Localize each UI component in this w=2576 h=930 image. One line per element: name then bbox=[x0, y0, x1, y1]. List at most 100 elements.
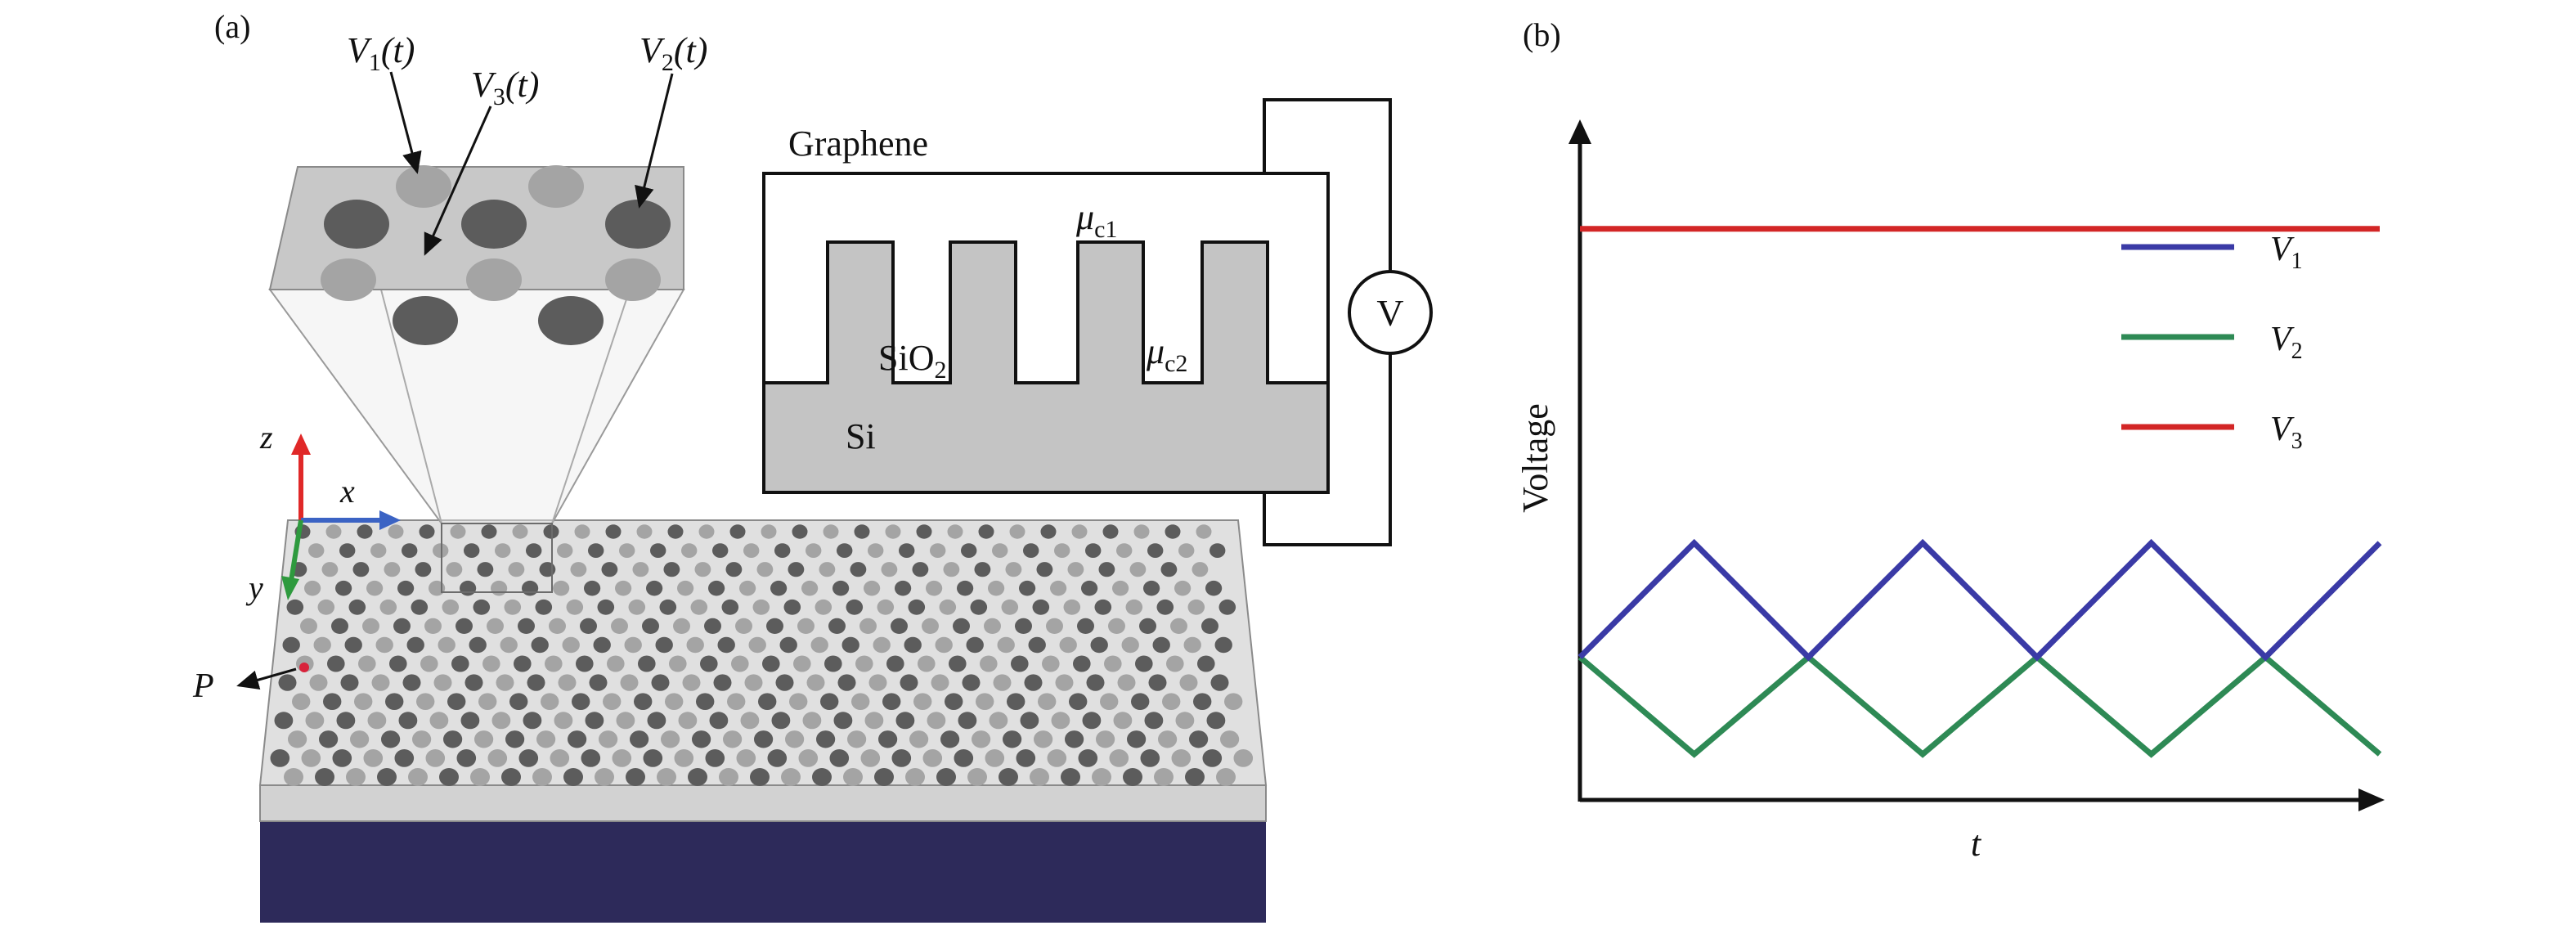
lattice-hole bbox=[922, 749, 943, 767]
lattice-hole bbox=[785, 730, 805, 748]
lattice-hole bbox=[779, 636, 797, 654]
lattice-hole bbox=[988, 580, 1005, 596]
cross-section-schematic: Graphene SiO2 Si μc1 μc2 V bbox=[762, 98, 1433, 546]
lattice-hole bbox=[766, 618, 783, 635]
inset-hole bbox=[538, 296, 604, 345]
lattice-hole bbox=[278, 674, 297, 691]
lattice-hole bbox=[518, 618, 535, 635]
lattice-hole bbox=[1216, 768, 1236, 786]
lattice-hole bbox=[1032, 599, 1050, 615]
lattice-hole bbox=[1210, 674, 1229, 691]
lattice-hole bbox=[957, 580, 974, 596]
lattice-hole bbox=[500, 636, 518, 654]
legend: V1 V2 V3 bbox=[2121, 231, 2303, 454]
lattice-hole bbox=[859, 618, 877, 635]
lattice-hole bbox=[743, 543, 760, 558]
lattice-hole bbox=[1020, 712, 1039, 730]
panel-b-label: (b) bbox=[1523, 16, 1561, 53]
lattice-hole bbox=[1165, 524, 1181, 539]
lattice-hole bbox=[424, 618, 442, 635]
lattice-hole bbox=[319, 730, 339, 748]
lattice-hole bbox=[686, 636, 704, 654]
lattice-hole bbox=[806, 674, 825, 691]
lattice-hole bbox=[473, 599, 491, 615]
lattice-hole bbox=[1016, 749, 1036, 767]
lattice-hole bbox=[464, 674, 483, 691]
lattice-hole bbox=[806, 543, 822, 558]
lattice-hole bbox=[945, 693, 963, 710]
lattice-hole bbox=[930, 543, 946, 558]
lattice-hole bbox=[398, 712, 418, 730]
lattice-hole bbox=[873, 636, 891, 654]
lattice-hole bbox=[522, 580, 539, 596]
lattice-hole bbox=[1104, 655, 1122, 672]
lattice-hole bbox=[406, 636, 424, 654]
lattice-hole bbox=[460, 712, 480, 730]
lattice-hole bbox=[593, 636, 611, 654]
lattice-hole bbox=[1063, 599, 1081, 615]
lattice-hole bbox=[557, 543, 573, 558]
lattice-hole bbox=[1127, 730, 1147, 748]
lattice-hole bbox=[408, 768, 428, 786]
inset-labels: V1(t) V3(t) V2(t) bbox=[347, 30, 707, 256]
lattice-hole bbox=[626, 768, 645, 786]
lattice-hole bbox=[820, 693, 839, 710]
lattice-hole bbox=[531, 636, 549, 654]
lattice-hole bbox=[797, 618, 815, 635]
lattice-hole bbox=[1100, 693, 1119, 710]
lattice-hole bbox=[1054, 543, 1070, 558]
x-axis-label: t bbox=[1971, 824, 1982, 864]
lattice-hole bbox=[464, 543, 480, 558]
lattice-hole bbox=[553, 580, 570, 596]
lattice-hole bbox=[1196, 524, 1212, 539]
inset-hole bbox=[605, 200, 671, 249]
lattice-hole bbox=[771, 712, 791, 730]
lattice-hole bbox=[451, 655, 469, 672]
lattice-hole bbox=[836, 543, 853, 558]
lattice-hole bbox=[962, 674, 981, 691]
lattice-hole bbox=[381, 730, 401, 748]
panel-b: (b) Voltage t V1 V2 V3 bbox=[1515, 16, 2385, 864]
lattice-hole bbox=[1202, 749, 1223, 767]
lattice-hole bbox=[1061, 768, 1080, 786]
lattice-hole bbox=[1059, 636, 1077, 654]
lattice-hole bbox=[1046, 618, 1063, 635]
lattice-hole bbox=[284, 768, 303, 786]
arrow-v3 bbox=[424, 106, 492, 256]
lattice-hole bbox=[1003, 730, 1022, 748]
lattice-hole bbox=[1166, 655, 1184, 672]
lattice-hole bbox=[725, 562, 743, 577]
lattice-hole bbox=[379, 599, 397, 615]
lattice-hole bbox=[886, 655, 904, 672]
lattice-hole bbox=[491, 712, 511, 730]
inset-hole bbox=[324, 200, 389, 249]
lattice-hole bbox=[673, 618, 690, 635]
series-lines bbox=[1577, 226, 2382, 758]
lattice-hole bbox=[864, 712, 884, 730]
lattice-hole bbox=[425, 749, 446, 767]
lattice-hole bbox=[688, 768, 707, 786]
lattice-hole bbox=[798, 749, 819, 767]
lattice-hole bbox=[1135, 655, 1153, 672]
lattice-hole bbox=[585, 712, 604, 730]
lattice-hole bbox=[1152, 636, 1170, 654]
lattice-hole bbox=[1206, 712, 1226, 730]
lattice-hole bbox=[729, 524, 746, 539]
lattice-hole bbox=[327, 655, 345, 672]
substrate-block bbox=[260, 821, 1266, 923]
lattice-hole bbox=[754, 730, 774, 748]
lattice-hole bbox=[690, 599, 708, 615]
lattice-hole bbox=[354, 693, 373, 710]
lattice-hole bbox=[554, 712, 573, 730]
lattice-hole bbox=[317, 599, 335, 615]
lattice-hole bbox=[999, 768, 1018, 786]
lattice-hole bbox=[1116, 543, 1133, 558]
lattice-hole bbox=[650, 543, 666, 558]
lattice-hole bbox=[926, 580, 943, 596]
lattice-hole bbox=[323, 693, 342, 710]
lattice-hole bbox=[518, 749, 539, 767]
y-axis-label: Voltage bbox=[1515, 403, 1555, 513]
zoom-cone bbox=[268, 289, 685, 524]
lattice-hole bbox=[336, 712, 356, 730]
lattice-hole bbox=[526, 543, 542, 558]
